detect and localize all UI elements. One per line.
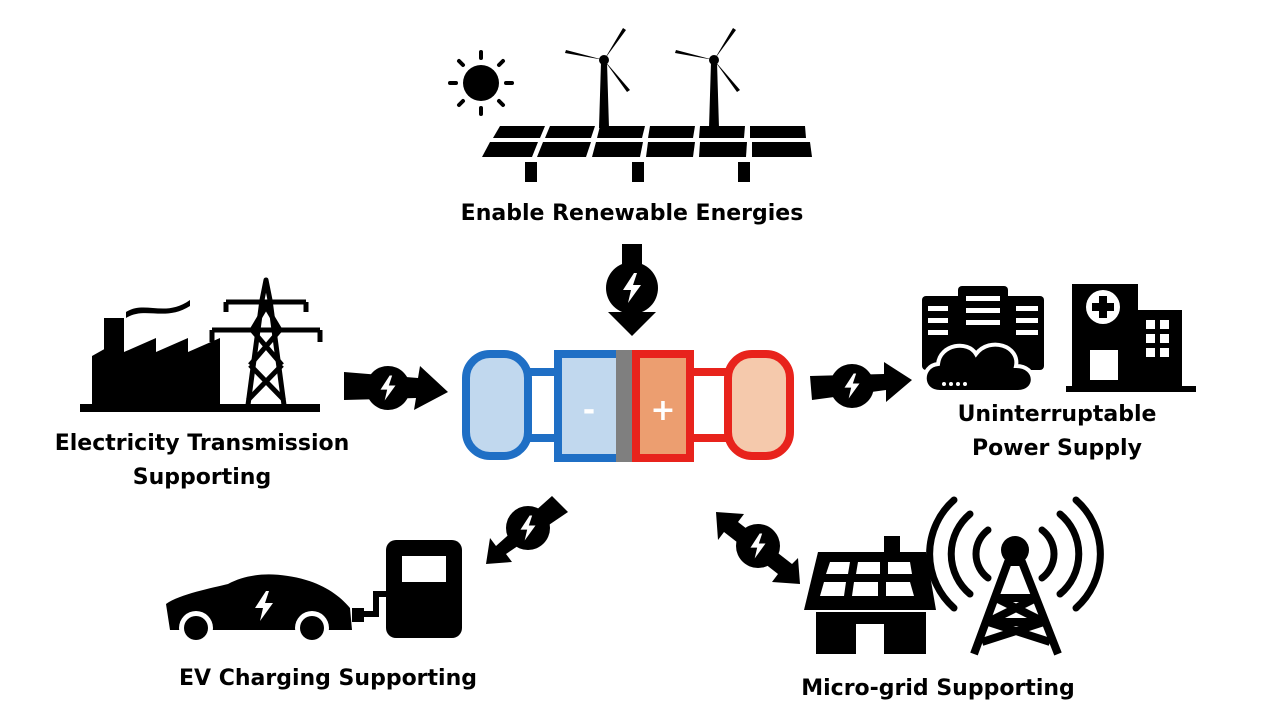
ev-charging-label-text: EV Charging Supporting (178, 666, 477, 691)
solar-house-icon (804, 536, 936, 654)
microgrid-label: Micro-grid Supporting (770, 672, 1106, 706)
negative-tank (462, 350, 532, 460)
arrow-right-icon (810, 362, 912, 408)
ups-icon-group (922, 284, 1196, 394)
microgrid-icon-group (804, 496, 1104, 656)
arrow-right-icon (344, 366, 448, 410)
ev-charging-icon-group (166, 540, 462, 645)
ups-label-line2: Power Supply (972, 436, 1142, 461)
sun-icon (448, 50, 514, 116)
ev-charging-label: EV Charging Supporting (150, 662, 506, 696)
renewable-energy-label: Enable Renewable Energies (432, 197, 832, 231)
microgrid-label-text: Micro-grid Supporting (801, 676, 1075, 701)
transmission-tower-icon (80, 277, 323, 412)
wind-turbine-icon (565, 28, 630, 128)
ups-label-line1: Uninterruptable (957, 402, 1157, 427)
separator-membrane (616, 350, 636, 462)
electricity-transmission-label: Electricity Transmission Supporting (24, 427, 380, 495)
renewable-energy-label-text: Enable Renewable Energies (460, 201, 804, 226)
arrow-down-icon (606, 244, 658, 336)
electricity-transmission-label-line2: Supporting (132, 465, 272, 490)
hospital-icon (1072, 284, 1138, 386)
positive-tank (724, 350, 794, 460)
negative-half-cell (554, 350, 624, 462)
arrow-bidirectional-icon (716, 512, 800, 584)
positive-sign: + (650, 393, 675, 428)
electricity-transmission-label-line1: Electricity Transmission (54, 431, 350, 456)
positive-half-cell (632, 350, 694, 462)
arrow-down-left-icon (486, 496, 568, 564)
flow-battery-icon: - + (462, 350, 794, 462)
electric-car-icon (166, 574, 352, 645)
renewable-energy-icon-group (448, 28, 812, 182)
electricity-transmission-icon-group (80, 277, 323, 412)
wind-turbine-icon (675, 28, 740, 128)
negative-sign: - (583, 393, 595, 428)
ups-label: Uninterruptable Power Supply (936, 398, 1178, 466)
solar-panel-icon (482, 126, 812, 182)
radio-tower-icon (926, 496, 1104, 656)
charging-station-icon (352, 540, 462, 638)
cloud-icon (922, 342, 1035, 394)
factory-icon (92, 300, 220, 408)
office-building-icon (1066, 310, 1196, 392)
